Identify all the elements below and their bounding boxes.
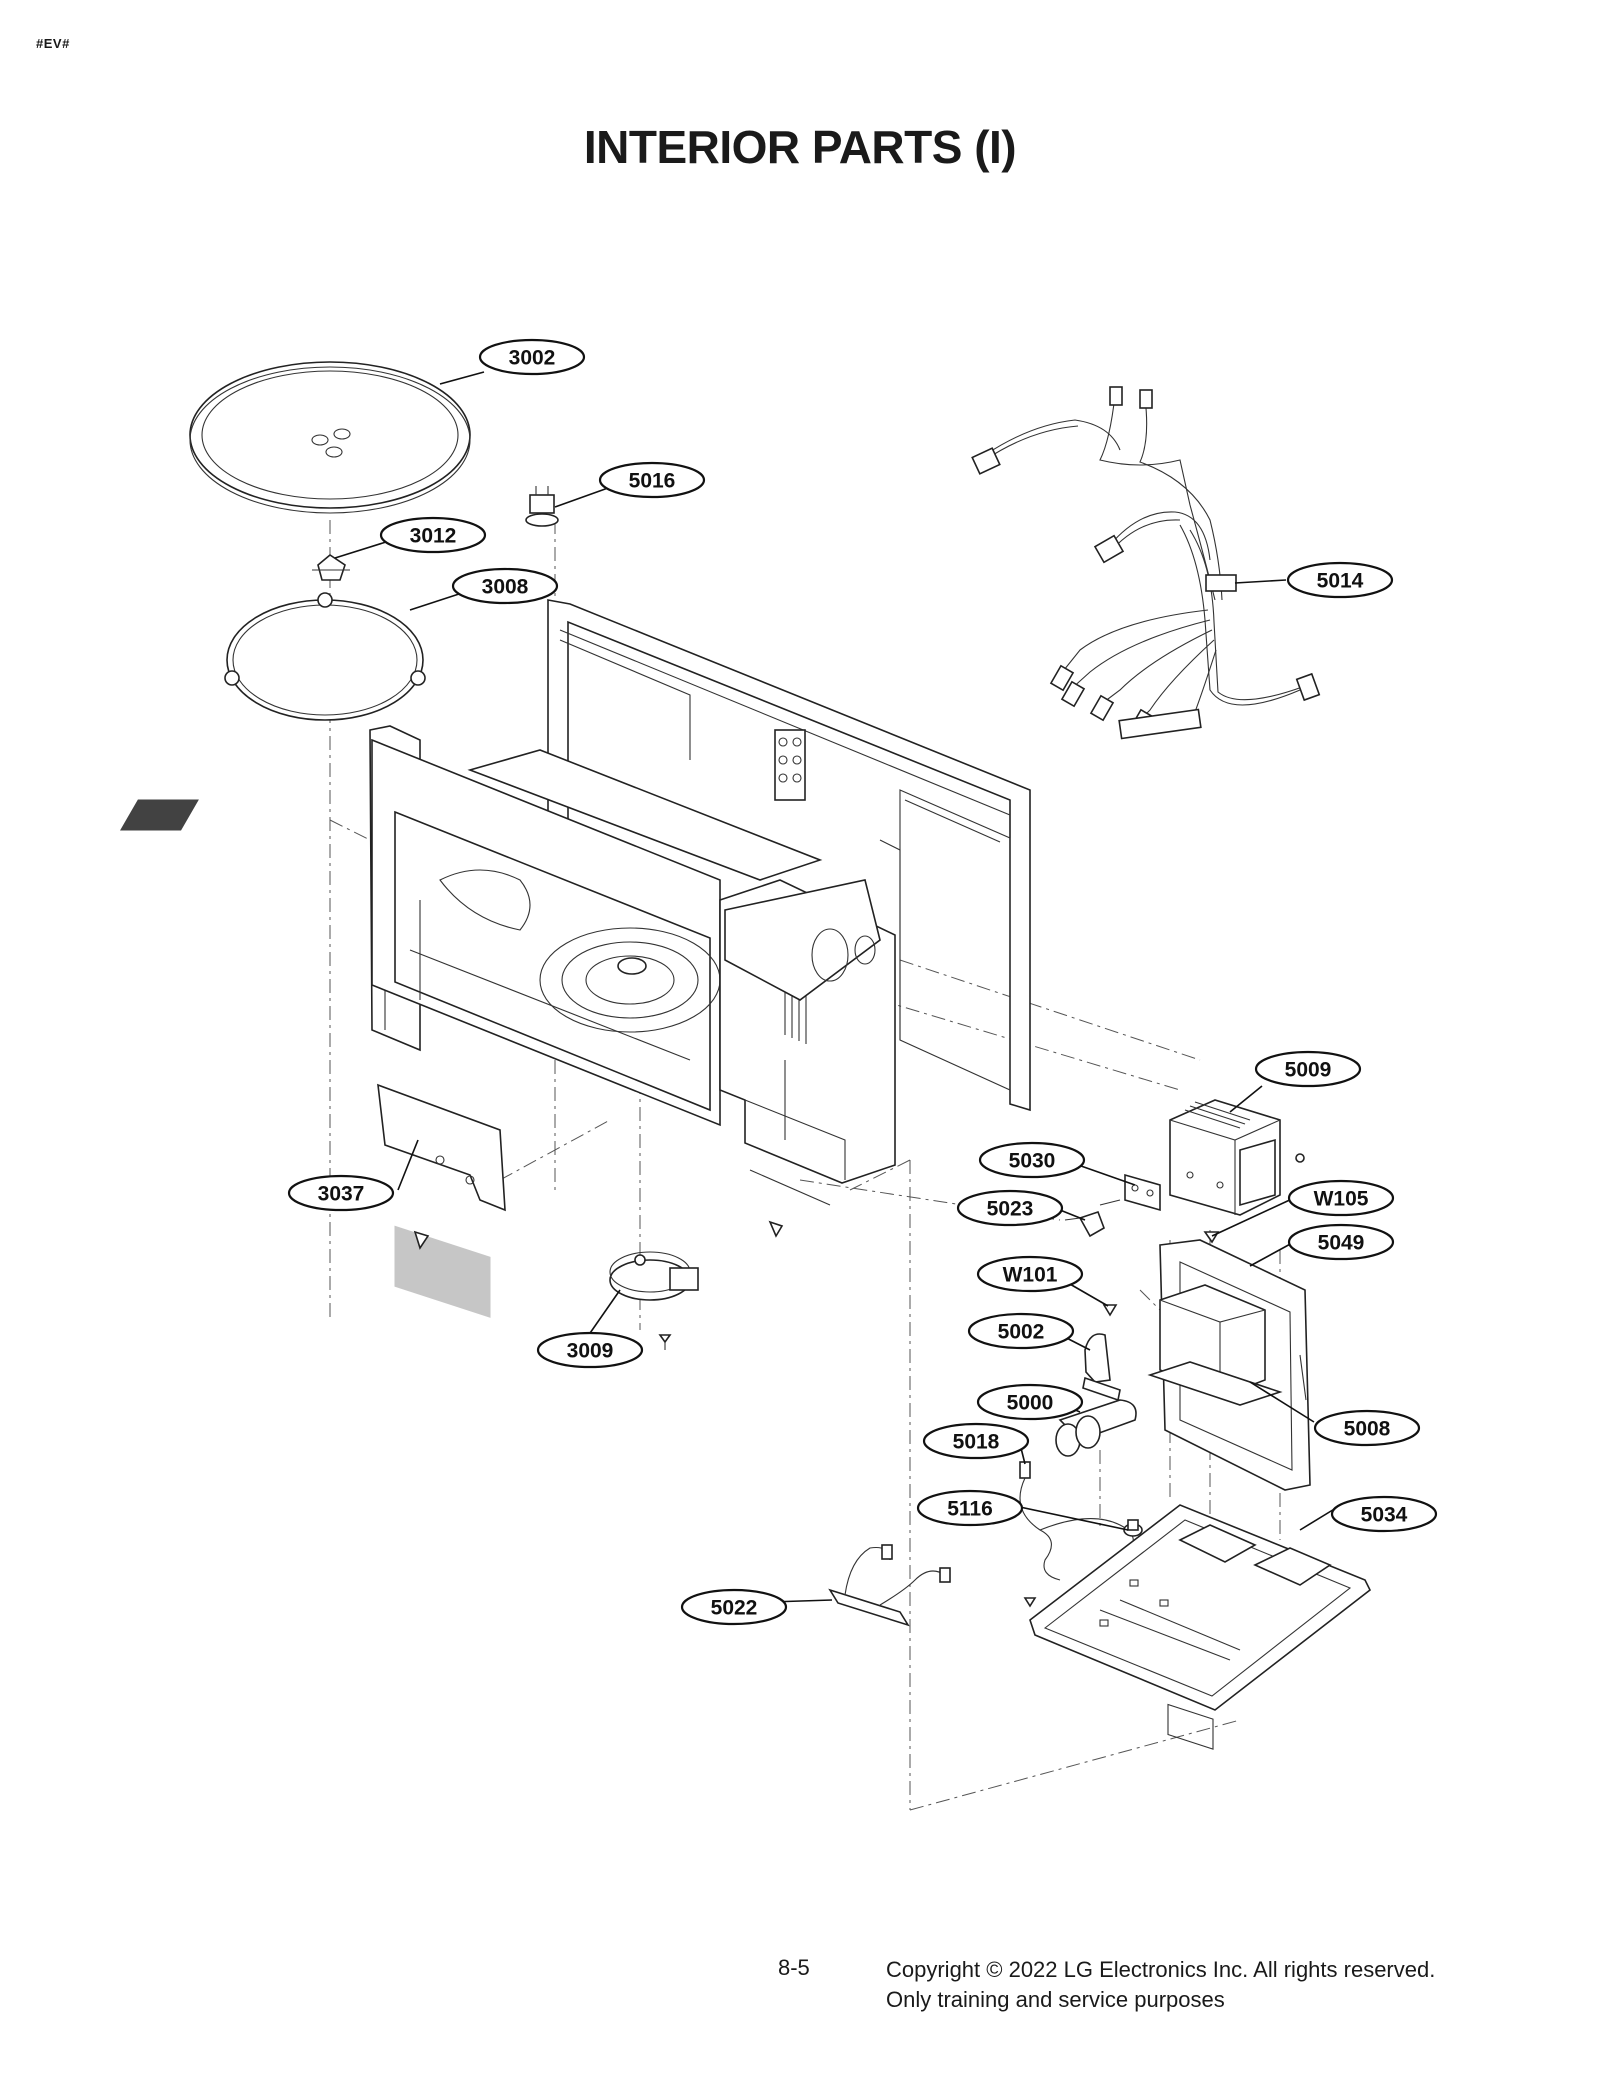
callout-label-5016: 5016 [629,470,676,493]
callout-label-3037: 3037 [318,1183,365,1206]
callout-label-5014: 5014 [1317,570,1364,593]
callout-label-W105: W105 [1314,1188,1369,1211]
callout-5016: 5016 [598,461,706,499]
capacitor-bracket-5002 [1082,1333,1121,1402]
wire-harness-5014 [971,386,1321,740]
callout-label-3009: 3009 [567,1340,614,1363]
thermostat-5016 [525,486,559,527]
callout-5022: 5022 [680,1588,788,1626]
sensor-5116 [1123,1519,1143,1537]
page-number: 8-5 [778,1955,810,1980]
callout-W105: W105 [1287,1179,1395,1217]
footer-copyright-block: Copyright © 2022 LG Electronics Inc. All… [886,1955,1435,2015]
callout-label-W101: W101 [1003,1264,1058,1287]
base-plate-5034 [1023,1504,1372,1711]
switch-5023 [1064,1210,1105,1238]
page-title: INTERIOR PARTS (I) [583,121,1017,173]
hv-capacitor-5000 [1055,1399,1137,1457]
callout-5008: 5008 [1313,1409,1421,1447]
callout-label-5009: 5009 [1285,1059,1332,1082]
callout-3037: 3037 [287,1174,395,1212]
cover-plate-3037 [377,1083,506,1318]
callout-label-5023: 5023 [987,1198,1034,1221]
callout-3009: 3009 [536,1331,644,1369]
callout-label-5002: 5002 [998,1321,1045,1344]
callout-3012: 3012 [379,516,487,554]
latch-5022 [828,1544,951,1627]
document-tag: #EV# [36,36,70,51]
transformer-5008 [1147,1284,1283,1750]
callout-5030: 5030 [978,1141,1086,1179]
roller-ring-3008 [224,592,426,721]
callout-5018: 5018 [922,1422,1030,1460]
callout-label-5000: 5000 [1007,1392,1054,1415]
callout-5116: 5116 [916,1489,1024,1527]
callout-label-5049: 5049 [1318,1232,1365,1255]
turntable-motor-3009 [609,1220,784,1350]
callout-label-3002: 3002 [509,347,556,370]
callout-5014: 5014 [1286,561,1394,599]
callout-5023: 5023 [956,1189,1064,1227]
callout-5034: 5034 [1330,1495,1438,1533]
callout-5009: 5009 [1254,1050,1362,1088]
callout-label-3008: 3008 [482,576,529,599]
glass-tray-3002 [189,361,471,514]
callout-5002: 5002 [967,1312,1075,1350]
copyright-text: Copyright © 2022 LG Electronics Inc. All… [886,1957,1436,1982]
callout-label-5022: 5022 [711,1597,758,1620]
callout-label-5030: 5030 [1009,1150,1056,1173]
coupler-3012 [312,554,350,581]
callout-3008: 3008 [451,567,559,605]
magnetron-5009 [1169,1099,1305,1216]
bracket-5030 [1099,1173,1161,1212]
cavity-assembly [120,599,1031,1206]
callout-3002: 3002 [478,338,586,376]
callout-label-5008: 5008 [1344,1418,1391,1441]
callout-label-5034: 5034 [1361,1504,1408,1527]
usage-notice: Only training and service purposes [886,1987,1225,2012]
callout-label-5018: 5018 [953,1431,1000,1454]
screw-w101 [1102,1304,1118,1317]
callout-label-5116: 5116 [947,1498,993,1521]
callout-5049: 5049 [1287,1223,1395,1261]
callout-W101: W101 [976,1255,1084,1293]
callout-label-3012: 3012 [410,525,457,548]
callout-5000: 5000 [976,1383,1084,1421]
